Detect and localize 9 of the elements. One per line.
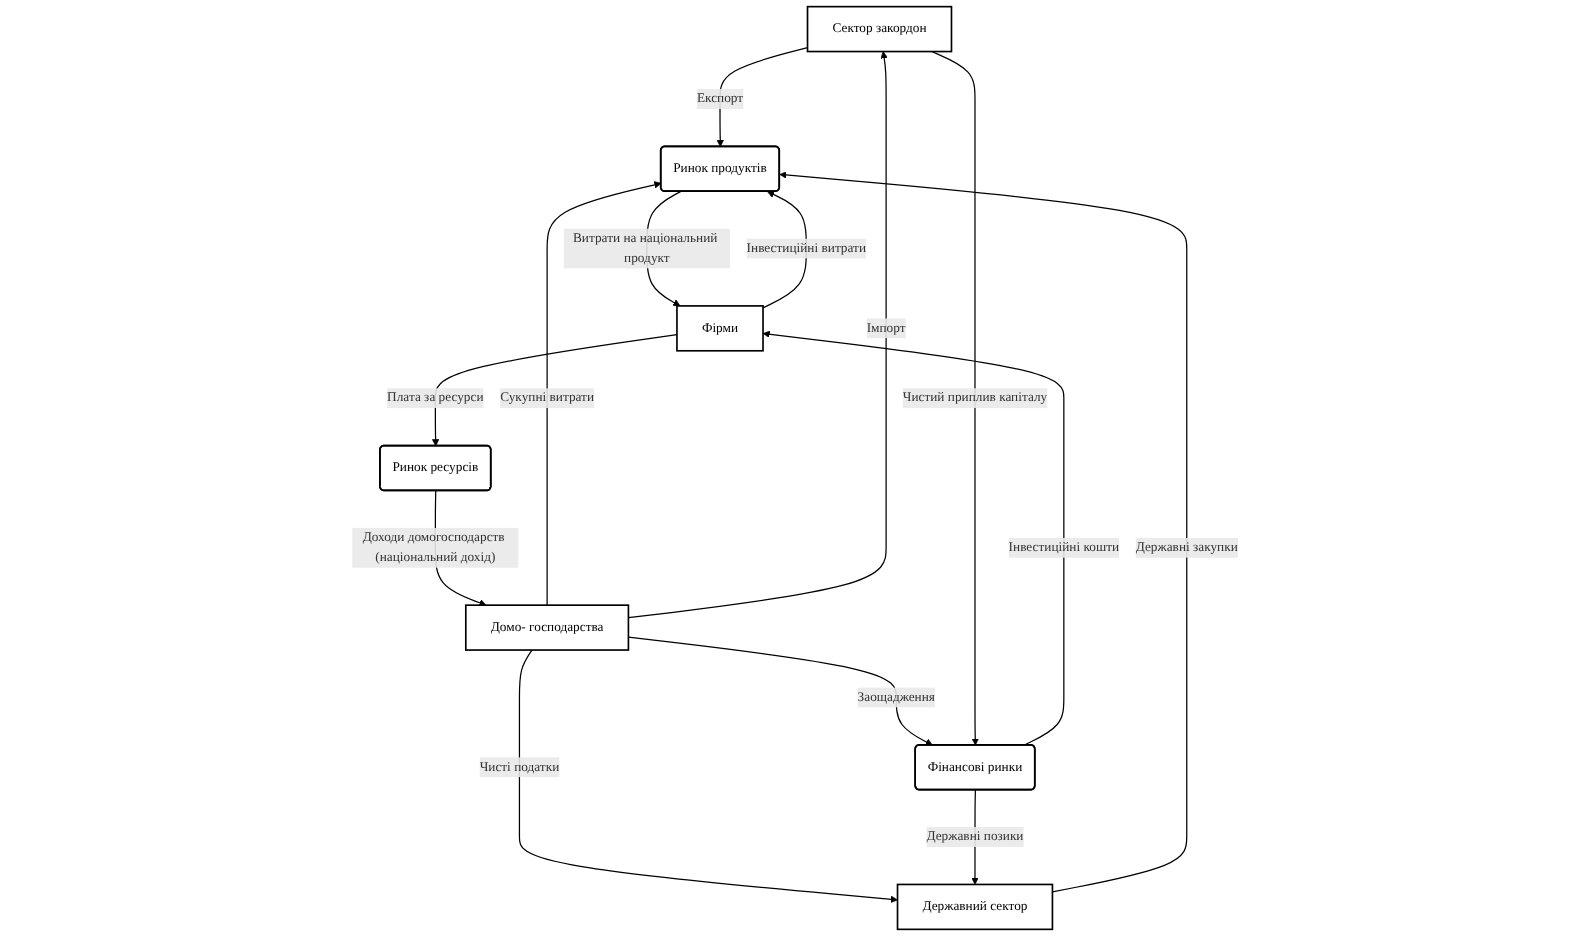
arrow [779,171,1188,893]
arrow [627,636,933,746]
arrow [627,51,888,619]
arrow [716,47,809,148]
arrow [431,333,678,447]
arrow [762,330,1065,746]
arrow [546,181,662,606]
arrow [930,50,979,746]
arrow [518,649,898,903]
